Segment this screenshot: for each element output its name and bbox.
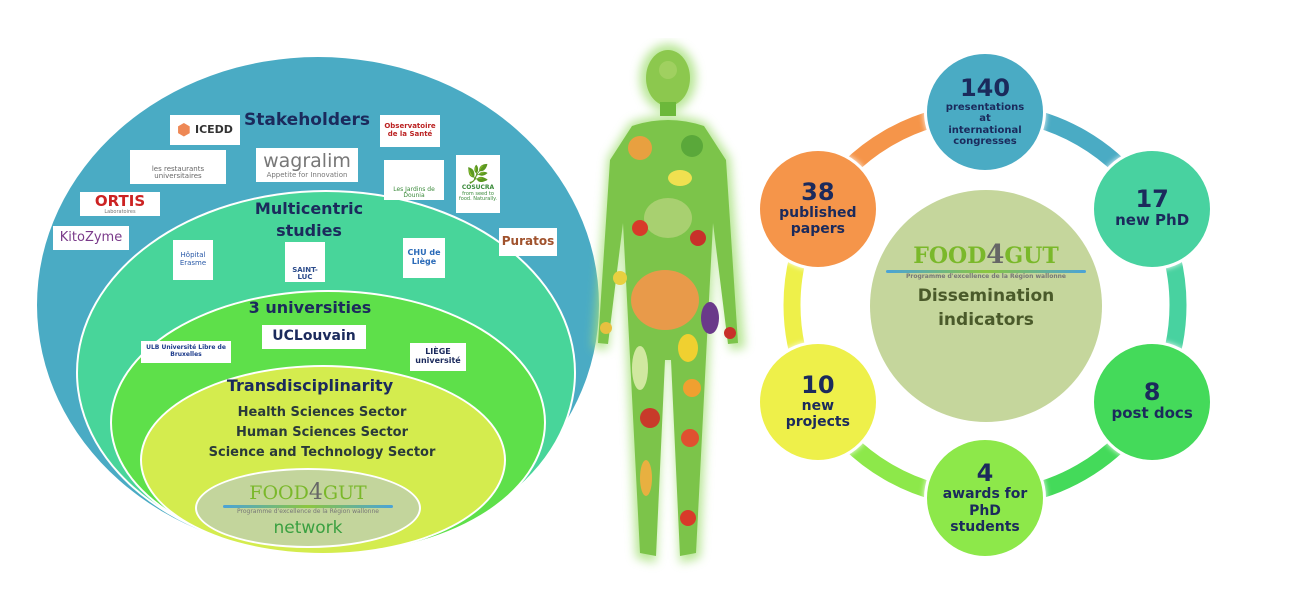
observatoire-sante-logo: Observatoire de la Santé [380,115,440,147]
indicator-value: 140 [959,74,1011,103]
center-circle: FOOD4GUT Programme d'excellence de la Ré… [870,190,1102,422]
indicator-label: presentations at international congresse… [945,101,1025,148]
stakeholders-title: Stakeholders [243,110,371,130]
liege-universite-logo: LIÈGE université [410,343,466,371]
ulb-logo: ULB Université Libre de Bruxelles [141,341,231,363]
sector-item: Health Sciences Sector [237,405,407,420]
restaurants-universitaires-logo: les restaurants universitaires [130,150,226,184]
network-title: network [273,518,343,538]
indicator-value: 17 [1135,185,1169,214]
indicator-label: post docs [1111,404,1193,423]
icedd-logo: ⬢ICEDD [170,115,240,145]
vegetable-details [600,61,736,526]
saint-luc-logo: SAINT-LUC [285,242,325,282]
kitozyme-logo: KitoZyme [53,226,129,250]
sector-item: Human Sciences Sector [235,425,409,440]
erasme-logo: Hôpital Erasme [173,240,213,280]
multicentric-title: Multicentric studies [254,199,364,240]
jardins-de-dounia-logo: Les Jardins de Dounia [384,160,444,200]
indicator-label: new projects [785,398,850,431]
food4gut-logo: FOOD4GUT Programme d'excellence de la Ré… [223,480,393,515]
puratos-logo: Puratos [499,228,557,256]
indicator-value: 10 [801,370,835,399]
sector-item: Science and Technology Sector [208,445,436,460]
chu-liege-logo: CHU de Liège [403,238,445,278]
indicator-label: published papers [779,205,857,238]
uclouvain-logo: UCLouvain [262,325,366,349]
ortis-logo: ORTIS Laboratoires [80,192,160,216]
transdisciplinarity-title: Transdisciplinarity [226,376,394,395]
indicator-value: 8 [1143,378,1161,407]
universities-title: 3 universities [248,298,372,317]
food4gut-logo: FOOD4GUT Programme d'excellence de la Ré… [886,240,1086,280]
wagralim-logo: wagralim Appetite for Innovation [256,148,358,182]
human-figure-illustration [593,44,745,563]
network-core [195,468,421,548]
indicator-label: awards for PhD students [942,486,1028,535]
indicator-value: 4 [976,459,994,488]
indicator-label: new PhD [1115,211,1190,230]
center-title: Dissemination indicators [917,286,1055,330]
indicator-value: 38 [801,177,835,206]
cosucra-logo: 🌿 COSUCRA from seed to food. Naturally. [456,155,500,213]
